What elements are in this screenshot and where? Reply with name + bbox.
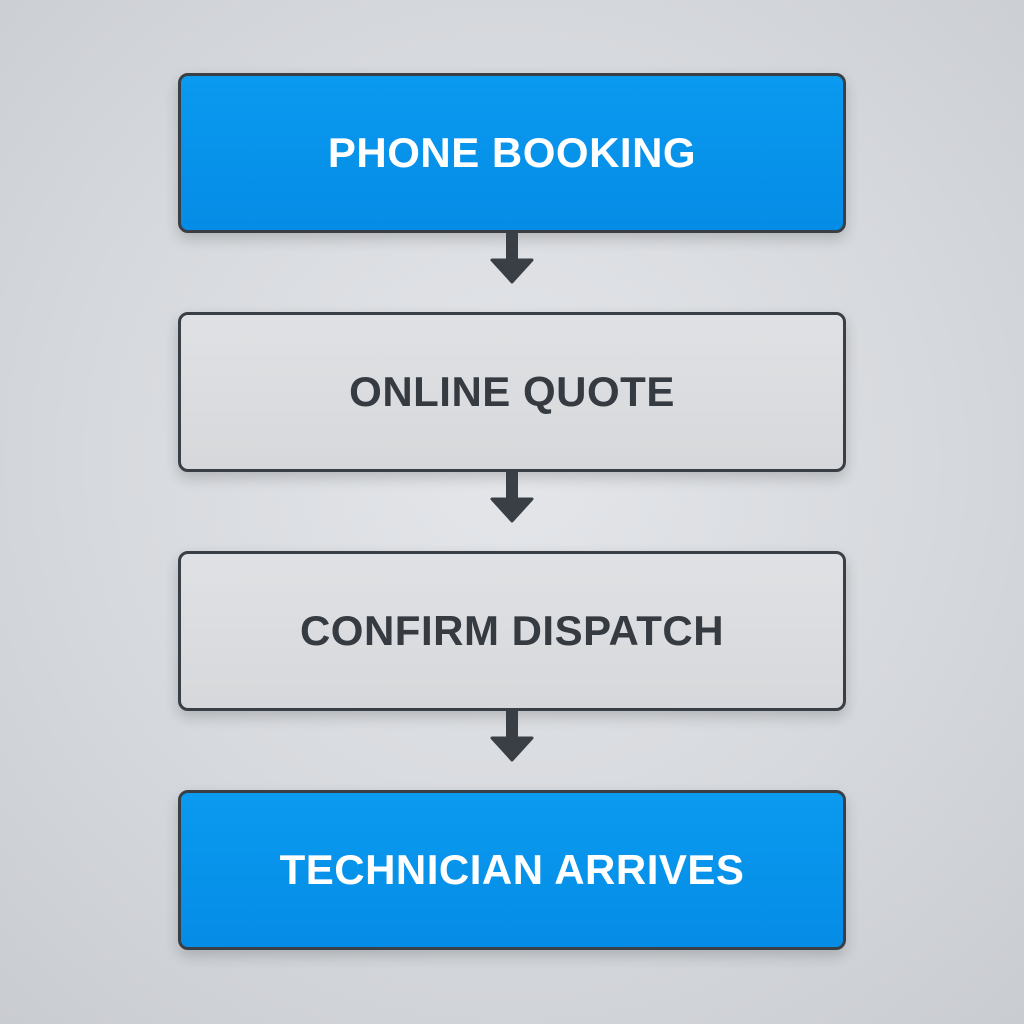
arrow-down-icon (490, 471, 534, 523)
arrow-down-icon (490, 710, 534, 762)
step-label: TECHNICIAN ARRIVES (279, 846, 745, 893)
step-label: CONFIRM DISPATCH (299, 607, 725, 654)
step-phone-booking: PHONE BOOKING (178, 73, 846, 233)
step-technician-arrives: TECHNICIAN ARRIVES (178, 790, 846, 950)
step-confirm-dispatch: CONFIRM DISPATCH (178, 551, 846, 711)
arrow-down-icon (490, 232, 534, 284)
step-online-quote: ONLINE QUOTE (178, 312, 846, 472)
step-label: PHONE BOOKING (327, 129, 697, 176)
step-label: ONLINE QUOTE (349, 368, 675, 415)
